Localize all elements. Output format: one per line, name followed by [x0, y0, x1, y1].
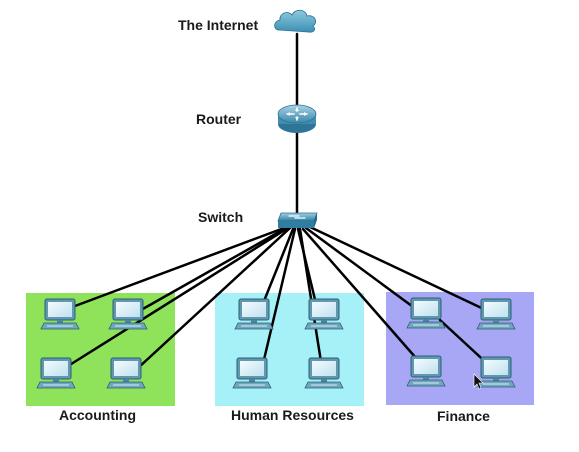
internet-label: The Internet: [178, 17, 259, 33]
switch-label: Switch: [198, 209, 244, 225]
router-label: Router: [196, 111, 242, 127]
desktop-pc-icon[interactable]: [406, 355, 446, 387]
desktop-pc-icon[interactable]: [36, 357, 76, 389]
desktop-pc-icon[interactable]: [304, 357, 344, 389]
switch-link: [260, 227, 295, 308]
desktop-pc-icon[interactable]: [476, 298, 516, 330]
switch-link: [139, 226, 288, 312]
human-resources-label: Human Resources: [231, 407, 354, 423]
switch-link: [304, 226, 422, 314]
switch-link: [260, 227, 297, 370]
desktop-pc-icon[interactable]: [40, 298, 80, 330]
desktop-pc-icon[interactable]: [304, 298, 344, 330]
switch-link: [308, 225, 492, 314]
cloud-icon[interactable]: [274, 9, 316, 33]
router-icon[interactable]: [277, 104, 317, 133]
human-resources-zone: [215, 293, 364, 406]
switch-link: [136, 226, 292, 370]
desktop-pc-icon[interactable]: [406, 297, 446, 329]
mouse-pointer-icon: [473, 373, 484, 390]
desktop-pc-icon[interactable]: [108, 298, 148, 330]
switch-link: [73, 226, 286, 308]
desktop-pc-icon[interactable]: [232, 357, 272, 389]
desktop-pc-icon[interactable]: [106, 357, 146, 389]
accounting-label: Accounting: [59, 407, 136, 423]
network-links: [66, 32, 494, 370]
switch-link: [66, 226, 290, 368]
desktop-pc-icon[interactable]: [234, 298, 274, 330]
switch-icon[interactable]: [277, 212, 318, 228]
switch-link: [301, 227, 425, 368]
finance-label: Finance: [437, 408, 490, 424]
